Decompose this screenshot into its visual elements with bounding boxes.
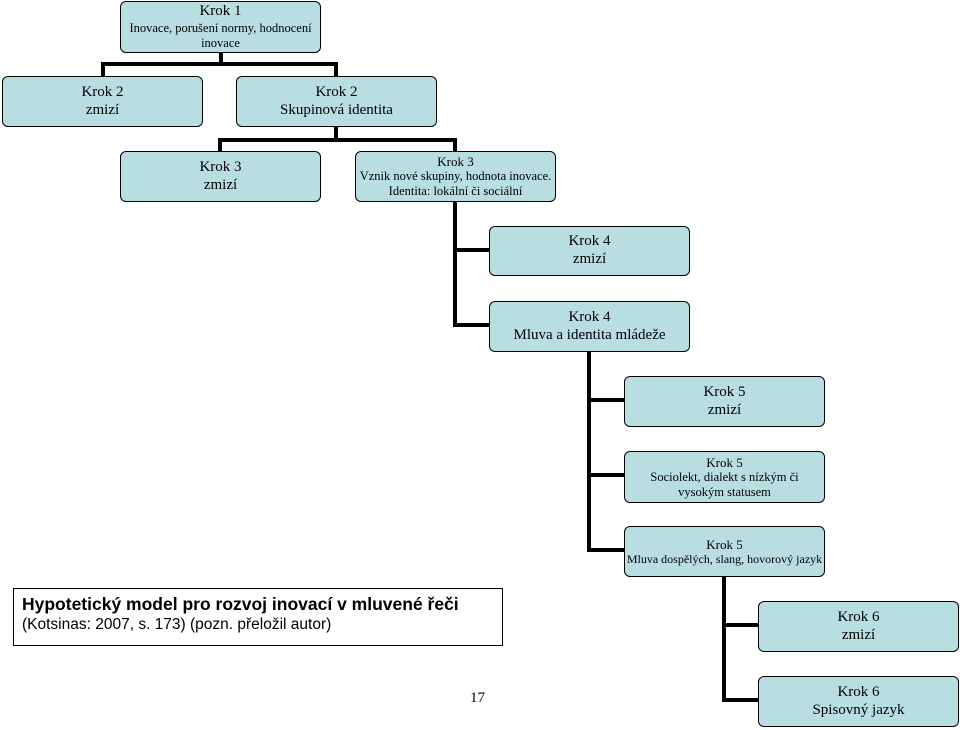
node-krok4-zmizi: Krok 4 zmizí: [489, 226, 690, 276]
node-text: zmizí: [572, 251, 607, 267]
node-step-label: Krok 3: [199, 158, 242, 175]
node-text: Inovace, porušení normy, hodnocení inova…: [129, 21, 312, 50]
node-krok5-zmizi: Krok 5 zmizí: [624, 376, 825, 427]
node-text: Spisovný jazyk: [812, 701, 905, 718]
node-step-label: Krok 2: [315, 83, 358, 100]
node-krok3-zmizi: Krok 3 zmizí: [120, 151, 321, 202]
node-text: zmizí: [841, 626, 876, 643]
node-text: Mluva dospělých, slang, hovorový jazyk: [626, 552, 823, 567]
node-krok2-zmizi: Krok 2 zmizí: [2, 76, 203, 127]
node-krok6-zmizi: Krok 6 zmizí: [758, 601, 959, 652]
node-krok5-sociolekt: Krok 5 Sociolekt, dialekt s nízkým či vy…: [624, 451, 825, 503]
node-krok6-spisovny-jazyk: Krok 6 Spisovný jazyk: [758, 676, 959, 727]
node-step-label: Krok 6: [837, 608, 880, 625]
node-text-line2: Identita: lokální či sociální: [388, 184, 523, 199]
node-step-label: Krok 2: [81, 83, 124, 100]
node-step-label: Krok 5: [706, 536, 743, 552]
node-step-label: Krok 5: [703, 383, 746, 400]
node-krok4-mluva-mladeze: Krok 4 Mluva a identita mládeže: [489, 301, 690, 352]
node-krok1-inovace: Krok 1 Inovace, porušení normy, hodnocen…: [120, 1, 321, 53]
node-text: zmizí: [707, 401, 742, 418]
node-step-label: Krok 3: [437, 154, 474, 170]
node-text: zmizí: [85, 101, 120, 118]
figure-caption: Hypotetický model pro rozvoj inovací v m…: [13, 588, 503, 646]
node-step-label: Krok 4: [568, 308, 611, 325]
caption-title: Hypotetický model pro rozvoj inovací v m…: [22, 594, 459, 614]
node-text: zmizí: [203, 176, 238, 193]
node-text: Mluva a identita mládeže: [513, 326, 666, 343]
node-krok3-vznik-nove-skupiny: Krok 3 Vznik nové skupiny, hodnota inova…: [355, 151, 556, 202]
node-step-label: Krok 5: [706, 454, 743, 470]
page-number: 17: [470, 690, 485, 706]
node-krok2-skupinova-identita: Krok 2 Skupinová identita: [236, 76, 437, 127]
node-step-label: Krok 1: [199, 3, 242, 20]
node-step-label: Krok 4: [568, 233, 611, 250]
caption-source: (Kotsinas: 2007, s. 173) (pozn. přeložil…: [22, 616, 332, 633]
node-step-label: Krok 6: [837, 683, 880, 700]
node-text: Vznik nové skupiny, hodnota inovace.: [359, 169, 552, 184]
node-krok5-mluva-dospelych: Krok 5 Mluva dospělých, slang, hovorový …: [624, 526, 825, 577]
node-text: Sociolekt, dialekt s nízkým či vysokým s…: [650, 469, 799, 499]
node-text: Skupinová identita: [280, 101, 393, 118]
